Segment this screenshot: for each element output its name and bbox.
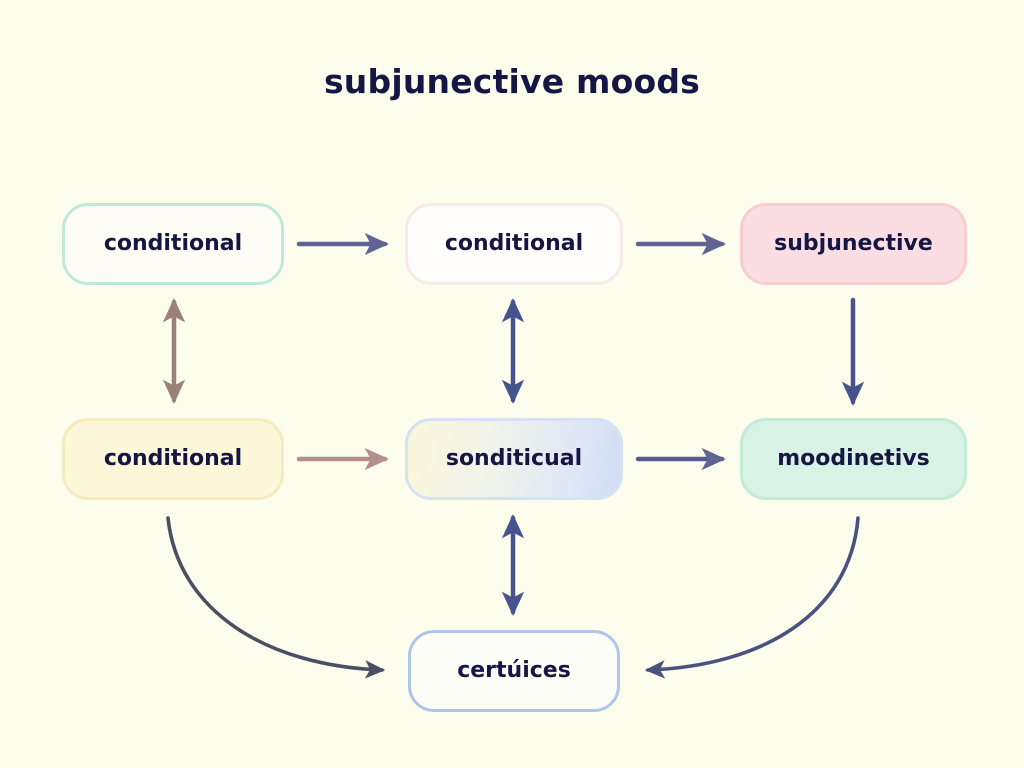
node-label: moodinetivs: [777, 445, 930, 471]
node-label: conditional: [103, 230, 243, 256]
node-label: conditional: [444, 230, 584, 256]
node-conditional-top-left[interactable]: conditional: [62, 203, 284, 285]
node-moodinetivs[interactable]: moodinetivs: [740, 418, 967, 500]
edge-moodinetivs-to-certuices-curved: [644, 516, 860, 679]
node-certuices[interactable]: certúices: [408, 630, 620, 712]
node-conditional-top-center[interactable]: conditional: [405, 203, 623, 285]
node-label: sonditicual: [445, 445, 583, 471]
page-title: subjunective moods: [323, 62, 701, 101]
node-label: subjunective: [774, 230, 933, 256]
node-conditional-middle-left[interactable]: conditional: [62, 418, 284, 500]
node-sonditicual[interactable]: sonditicual: [405, 418, 623, 500]
node-label: certúices: [457, 657, 571, 683]
node-subjunective[interactable]: subjunective: [740, 203, 967, 285]
node-label: conditional: [103, 445, 243, 471]
edge-conditional-to-certuices-curved: [166, 516, 386, 679]
